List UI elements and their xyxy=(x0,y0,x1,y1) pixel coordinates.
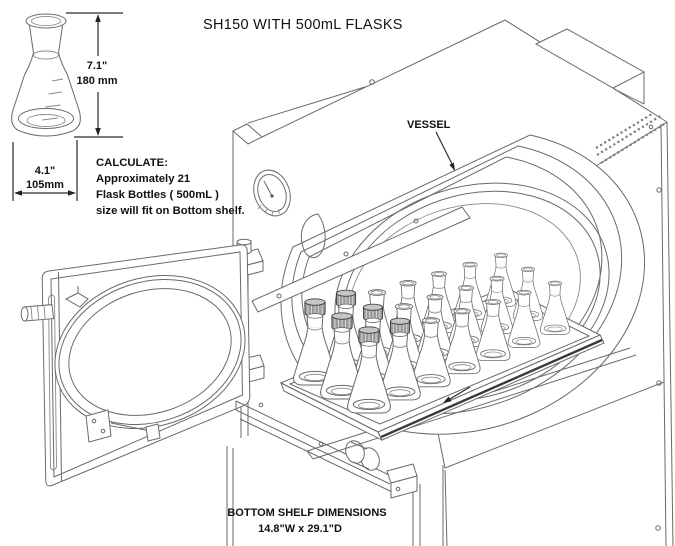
top-panel-hole xyxy=(369,79,375,85)
door-handle xyxy=(20,304,55,322)
side-screw xyxy=(655,525,661,531)
bottom-shelf-line2: 14.8"W x 29.1"D xyxy=(258,523,342,535)
vessel-callout: VESSEL xyxy=(407,119,455,171)
panel-cutout xyxy=(300,213,326,259)
shelf-support-rail xyxy=(235,400,418,499)
slide-direction-arrow xyxy=(443,386,471,403)
door-seal-outer xyxy=(54,275,246,429)
calculate-line1: Approximately 21 xyxy=(96,173,190,185)
door-latch-top xyxy=(64,286,89,308)
graduation-marks xyxy=(41,78,64,121)
width-in-label: 4.1" xyxy=(35,165,56,177)
vessel-arrow xyxy=(449,162,455,171)
height-dimension: 7.1" 180 mm xyxy=(66,12,123,138)
bottom-shelf-line1: BOTTOM SHELF DIMENSIONS xyxy=(227,507,386,519)
width-dimension: 4.1" 105mm xyxy=(12,140,78,201)
top-exhaust-box xyxy=(534,28,646,105)
vent-grille xyxy=(595,113,667,164)
calculate-line2: Flask Bottles ( 500mL ) xyxy=(96,189,219,201)
vessel-label: VESSEL xyxy=(407,119,451,131)
calculate-heading: CALCULATE: xyxy=(96,157,168,169)
door-seal-inner xyxy=(68,288,232,416)
door-roller xyxy=(345,440,380,471)
annotations: SH150 WITH 500mL FLASKS VESSEL BOTTOM SH… xyxy=(11,12,455,535)
calculate-note: CALCULATE: Approximately 21 Flask Bottle… xyxy=(96,157,245,217)
pressure-gauge-icon xyxy=(253,169,291,217)
side-screw xyxy=(656,187,662,193)
flask-spec-diagram: 7.1" 180 mm 4.1" 105mm xyxy=(11,12,123,201)
top-left-bracket xyxy=(232,123,263,145)
width-mm-label: 105mm xyxy=(26,179,64,191)
tray-slide-bracket xyxy=(251,206,471,313)
door-latch-bottom xyxy=(85,409,161,443)
front-panel xyxy=(253,169,326,259)
page-title: SH150 WITH 500mL FLASKS xyxy=(203,17,403,33)
autoclave-door xyxy=(20,244,251,487)
height-in-label: 7.1" xyxy=(87,60,108,72)
bottom-shelf-note: BOTTOM SHELF DIMENSIONS 14.8"W x 29.1"D xyxy=(227,507,386,535)
height-mm-label: 180 mm xyxy=(77,75,118,87)
body-seam xyxy=(444,381,665,469)
autoclave-body xyxy=(226,19,674,546)
calculate-line3: size will fit on Bottom shelf. xyxy=(96,205,245,217)
